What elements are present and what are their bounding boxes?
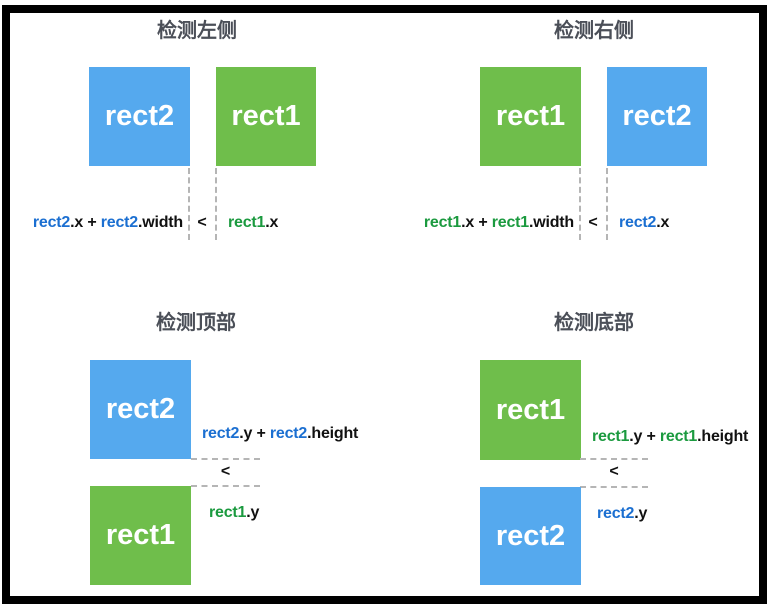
rect-label: rect2 xyxy=(495,519,566,552)
dashed-guide-line xyxy=(191,458,260,460)
panel-title-detect-bottom: 检测底部 xyxy=(554,312,634,334)
less-than-operator: < xyxy=(220,463,231,480)
panel-title-detect-right: 检测右侧 xyxy=(554,20,634,42)
dashed-guide-line xyxy=(606,168,608,240)
rect2-box: rect2 xyxy=(607,67,707,166)
less-than-operator: < xyxy=(197,214,207,231)
dashed-guide-line xyxy=(579,168,581,240)
panel-title-detect-left: 检测左侧 xyxy=(157,20,237,42)
border-frame xyxy=(2,5,767,604)
formula-bottom-edge: rect1.y xyxy=(209,504,260,521)
rect2-box: rect2 xyxy=(90,360,191,459)
formula-left-side: rect1.x + rect1.width xyxy=(423,214,574,231)
rect1-box: rect1 xyxy=(90,486,191,585)
formula-right-side: rect2.x xyxy=(619,214,670,231)
formula-top-edge: rect1.y + rect1.height xyxy=(592,428,749,445)
rect2-box: rect2 xyxy=(480,487,581,585)
formula-top-edge: rect2.y + rect2.height xyxy=(202,425,359,442)
panel-title-detect-top: 检测顶部 xyxy=(156,312,236,334)
rect-label: rect2 xyxy=(105,393,176,425)
rect-label: rect2 xyxy=(104,100,175,132)
rect-label: rect1 xyxy=(495,393,566,426)
rect1-box: rect1 xyxy=(480,360,581,460)
less-than-operator: < xyxy=(609,463,619,480)
rect-label: rect2 xyxy=(622,100,692,132)
dashed-guide-line xyxy=(580,458,648,460)
dashed-guide-line xyxy=(580,486,648,488)
dashed-guide-line xyxy=(191,485,260,487)
rect-label: rect1 xyxy=(105,519,176,551)
formula-bottom-edge: rect2.y xyxy=(597,505,648,522)
formula-left-side: rect2.x + rect2.width xyxy=(32,214,183,231)
rect1-box: rect1 xyxy=(480,67,581,166)
formula-right-side: rect1.x xyxy=(228,214,279,231)
rect1-box: rect1 xyxy=(216,67,316,166)
dashed-guide-line xyxy=(188,168,190,240)
rect-label: rect1 xyxy=(231,100,301,132)
dashed-guide-line xyxy=(215,168,217,240)
rect-label: rect1 xyxy=(495,100,566,132)
rect2-box: rect2 xyxy=(89,67,190,166)
less-than-operator: < xyxy=(588,214,598,231)
